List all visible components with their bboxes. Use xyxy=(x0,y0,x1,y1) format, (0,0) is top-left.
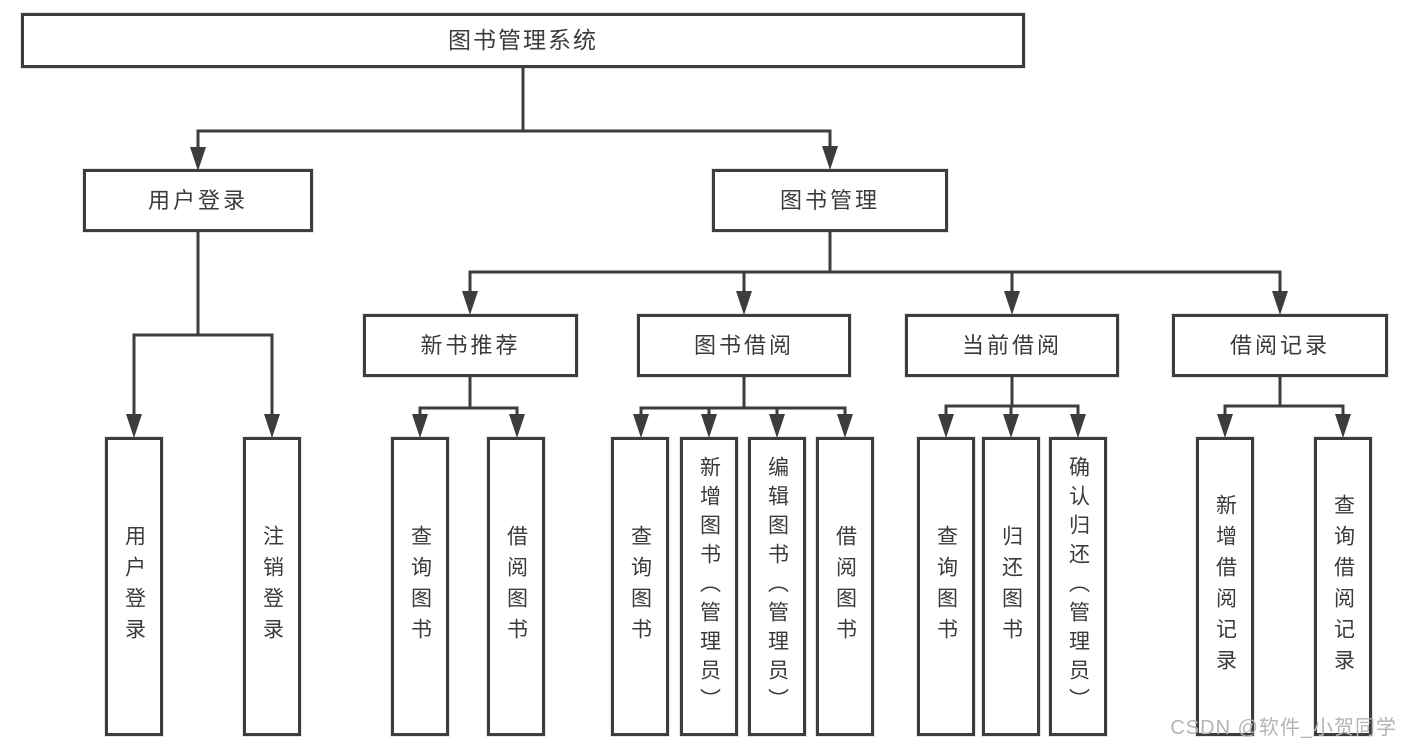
node-book-management: 图书管理 xyxy=(712,169,948,232)
node-label: 用户登录 xyxy=(147,187,248,213)
node-label: 确认归还（管理员） xyxy=(1066,456,1090,717)
node-label: 用户登录 xyxy=(122,524,146,649)
node-label: 图书借阅 xyxy=(693,332,794,358)
node-library-management-system: 图书管理系统 xyxy=(21,13,1025,68)
node-records-add-record: 新增借阅记录 xyxy=(1196,437,1254,736)
node-borrowing-records: 借阅记录 xyxy=(1172,314,1388,377)
node-label: 归还图书 xyxy=(999,524,1023,649)
node-user-login: 用户登录 xyxy=(83,169,313,232)
node-records-query-record: 查询借阅记录 xyxy=(1314,437,1372,736)
node-label: 新增借阅记录 xyxy=(1213,493,1237,680)
node-label: 图书管理系统 xyxy=(448,27,598,53)
node-recommend-borrow-books: 借阅图书 xyxy=(487,437,545,736)
node-current-confirm-return-admin: 确认归还（管理员） xyxy=(1049,437,1107,736)
node-label: 借阅图书 xyxy=(833,524,857,649)
node-borrow-edit-books-admin: 编辑图书（管理员） xyxy=(748,437,806,736)
node-label: 查询借阅记录 xyxy=(1331,493,1355,680)
node-label: 查询图书 xyxy=(934,524,958,649)
node-leaf-user-login: 用户登录 xyxy=(105,437,163,736)
node-book-borrowing: 图书借阅 xyxy=(637,314,851,377)
node-label: 借阅图书 xyxy=(504,524,528,649)
node-label: 当前借阅 xyxy=(961,332,1062,358)
node-current-return-books: 归还图书 xyxy=(982,437,1040,736)
csdn-watermark: CSDN @软件_小贺同学 xyxy=(1170,717,1397,739)
node-label: 查询图书 xyxy=(628,524,652,649)
node-recommend-query-books: 查询图书 xyxy=(391,437,449,736)
node-label: 注销登录 xyxy=(260,524,284,649)
node-label: 编辑图书（管理员） xyxy=(765,456,789,717)
node-label: 新增图书（管理员） xyxy=(697,456,721,717)
node-new-book-recommendation: 新书推荐 xyxy=(363,314,578,377)
node-borrow-add-books-admin: 新增图书（管理员） xyxy=(680,437,738,736)
node-borrow-borrow-books: 借阅图书 xyxy=(816,437,874,736)
node-label: 查询图书 xyxy=(408,524,432,649)
node-label: 图书管理 xyxy=(779,187,880,213)
node-current-query-books: 查询图书 xyxy=(917,437,975,736)
node-leaf-logout: 注销登录 xyxy=(243,437,301,736)
node-label: 借阅记录 xyxy=(1229,332,1330,358)
node-label: 新书推荐 xyxy=(420,332,521,358)
node-borrow-query-books: 查询图书 xyxy=(611,437,669,736)
node-current-borrowing: 当前借阅 xyxy=(905,314,1119,377)
